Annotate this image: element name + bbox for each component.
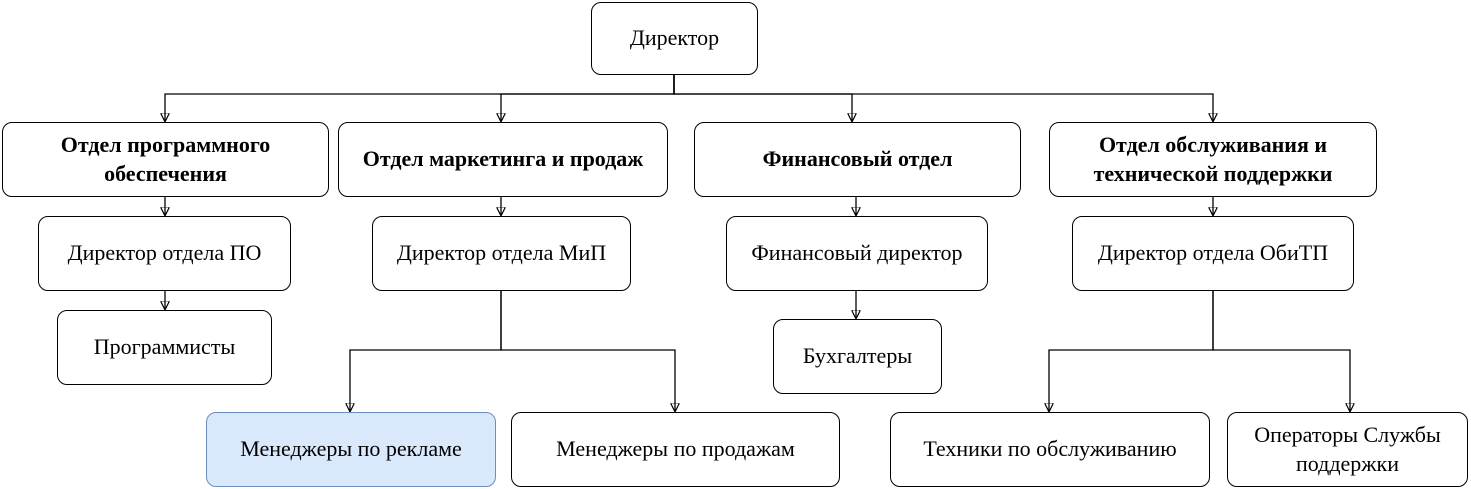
edge-head-support-maintenance	[1049, 291, 1214, 411]
node-head-finance: Финансовый директор	[726, 216, 988, 291]
node-programmers: Программисты	[57, 310, 272, 385]
node-dept-support: Отдел обслуживания и технической поддерж…	[1049, 122, 1377, 197]
node-maintenance-techs: Техники по обслуживанию	[890, 412, 1210, 487]
node-ad-managers: Менеджеры по рекламе	[206, 412, 496, 487]
edge-director-dept-software	[165, 75, 675, 121]
node-accountants: Бухгалтеры	[773, 319, 942, 394]
node-head-software: Директор отдела ПО	[38, 216, 291, 291]
edge-director-dept-marketing	[501, 75, 675, 121]
node-dept-software: Отдел программного обеспечения	[2, 122, 329, 197]
edge-head-marketing-sales-managers	[500, 291, 675, 411]
node-head-support: Директор отдела ОбиТП	[1072, 216, 1354, 291]
edge-head-support-operators	[1212, 291, 1350, 411]
node-head-marketing: Директор отдела МиП	[372, 216, 631, 291]
edge-director-dept-finance	[673, 75, 852, 121]
node-sales-managers: Менеджеры по продажам	[511, 412, 840, 487]
edge-head-marketing-ad-managers	[350, 291, 502, 411]
node-director: Директор	[591, 2, 758, 75]
node-support-operators: Операторы Службы поддержки	[1227, 412, 1468, 487]
node-dept-finance: Финансовый отдел	[694, 122, 1021, 197]
edge-director-dept-support	[673, 75, 1213, 121]
node-dept-marketing: Отдел маркетинга и продаж	[338, 122, 668, 197]
